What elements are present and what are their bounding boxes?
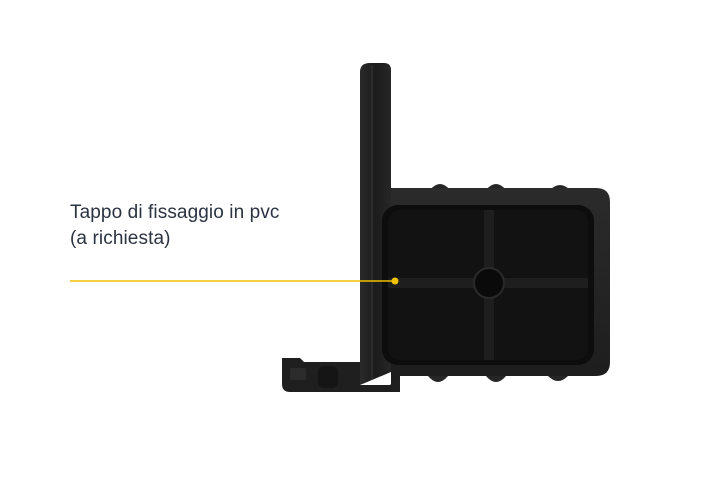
annotation-caption: Tappo di fissaggio in pvc (a richiesta) bbox=[70, 200, 280, 252]
annotation-line-1: Tappo di fissaggio in pvc bbox=[70, 202, 280, 223]
pvc-end-cap bbox=[382, 188, 610, 385]
annotation-line-2: (a richiesta) bbox=[70, 228, 171, 249]
annotation-leader bbox=[70, 277, 399, 285]
profile-foot bbox=[282, 358, 400, 392]
cap-bottom-ridges bbox=[428, 376, 568, 382]
